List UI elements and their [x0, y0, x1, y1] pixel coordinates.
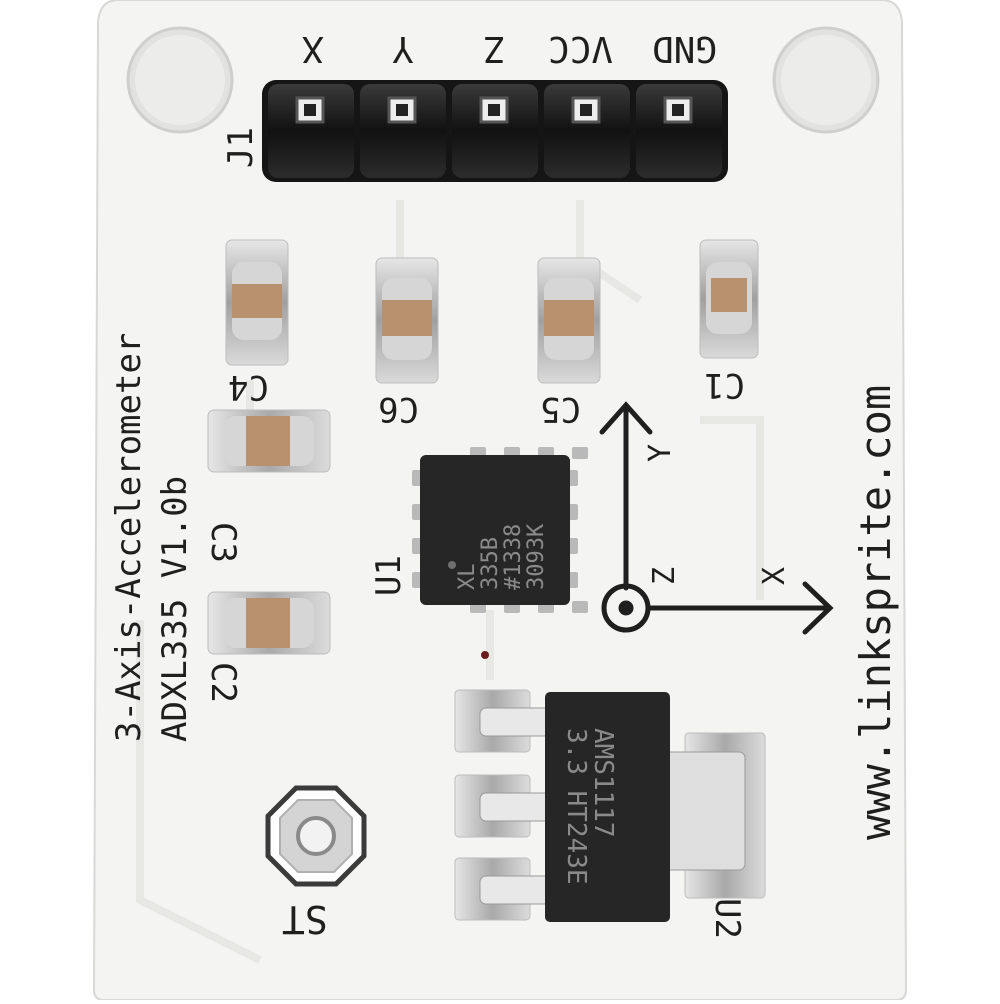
- sensor-chip-u1: [412, 447, 588, 659]
- axis-label-x: X: [757, 566, 792, 585]
- u1-marking: XL 335B #1338 3093K: [455, 523, 550, 591]
- label-c3: C3: [203, 522, 243, 563]
- header-ref-j1: J1: [221, 127, 261, 168]
- capacitor-c3: [207, 409, 331, 473]
- label-st: ST: [282, 897, 328, 941]
- capacitor-c4: [225, 239, 289, 366]
- board-title-line2: ADXL335 V1.0b: [155, 475, 195, 742]
- label-c6: C6: [378, 389, 419, 429]
- capacitor-c5: [537, 257, 601, 384]
- label-c5: C5: [540, 389, 581, 429]
- u2-marking-line1: AMS1117: [588, 728, 618, 838]
- capacitor-c1: [699, 239, 759, 359]
- capacitor-c6: [375, 257, 439, 384]
- pin-label-vcc: VCC: [548, 28, 614, 69]
- header-pin-5: [636, 84, 722, 178]
- header-pin-2: [360, 84, 446, 178]
- header-pin-3: [452, 84, 538, 178]
- pin-label-z: Z: [484, 28, 506, 69]
- capacitor-c2: [207, 591, 331, 655]
- u2-marking-line2: 3.3 HT243E: [560, 728, 591, 885]
- pin-label-x: X: [302, 28, 324, 69]
- pin-label-gnd: GND: [652, 28, 718, 69]
- website-url: www.linksprite.com: [851, 384, 900, 840]
- u1-marking-line2: 335B: [478, 537, 504, 590]
- label-c2: C2: [203, 662, 243, 703]
- header-pin-4: [544, 84, 630, 178]
- u1-pad: [572, 447, 588, 459]
- pin-header-j1: [262, 80, 728, 182]
- label-c1: C1: [704, 365, 745, 405]
- label-u1: U1: [369, 555, 409, 596]
- u1-pad: [572, 601, 588, 613]
- u1-marking-line1: XL: [455, 563, 480, 591]
- u1-marking-line4: 3093K: [524, 523, 550, 590]
- header-pin-tip-4: [571, 96, 601, 124]
- pin-label-y: Y: [392, 28, 414, 69]
- self-test-pad: [265, 785, 367, 887]
- u1-marking-line3: #1338: [501, 523, 527, 590]
- axis-label-z: Z: [647, 566, 682, 585]
- axis-label-y: Y: [643, 443, 678, 462]
- u2-marking: AMS1117 3.3 HT243E: [560, 728, 618, 885]
- axis-indicator: [599, 401, 834, 635]
- header-pin-1: [268, 84, 354, 178]
- label-u2: U2: [707, 898, 747, 939]
- label-c4: C4: [228, 367, 269, 407]
- board-title-line1: 3-Axis-Accelerometer: [109, 332, 149, 742]
- regulator-u2: [454, 689, 766, 922]
